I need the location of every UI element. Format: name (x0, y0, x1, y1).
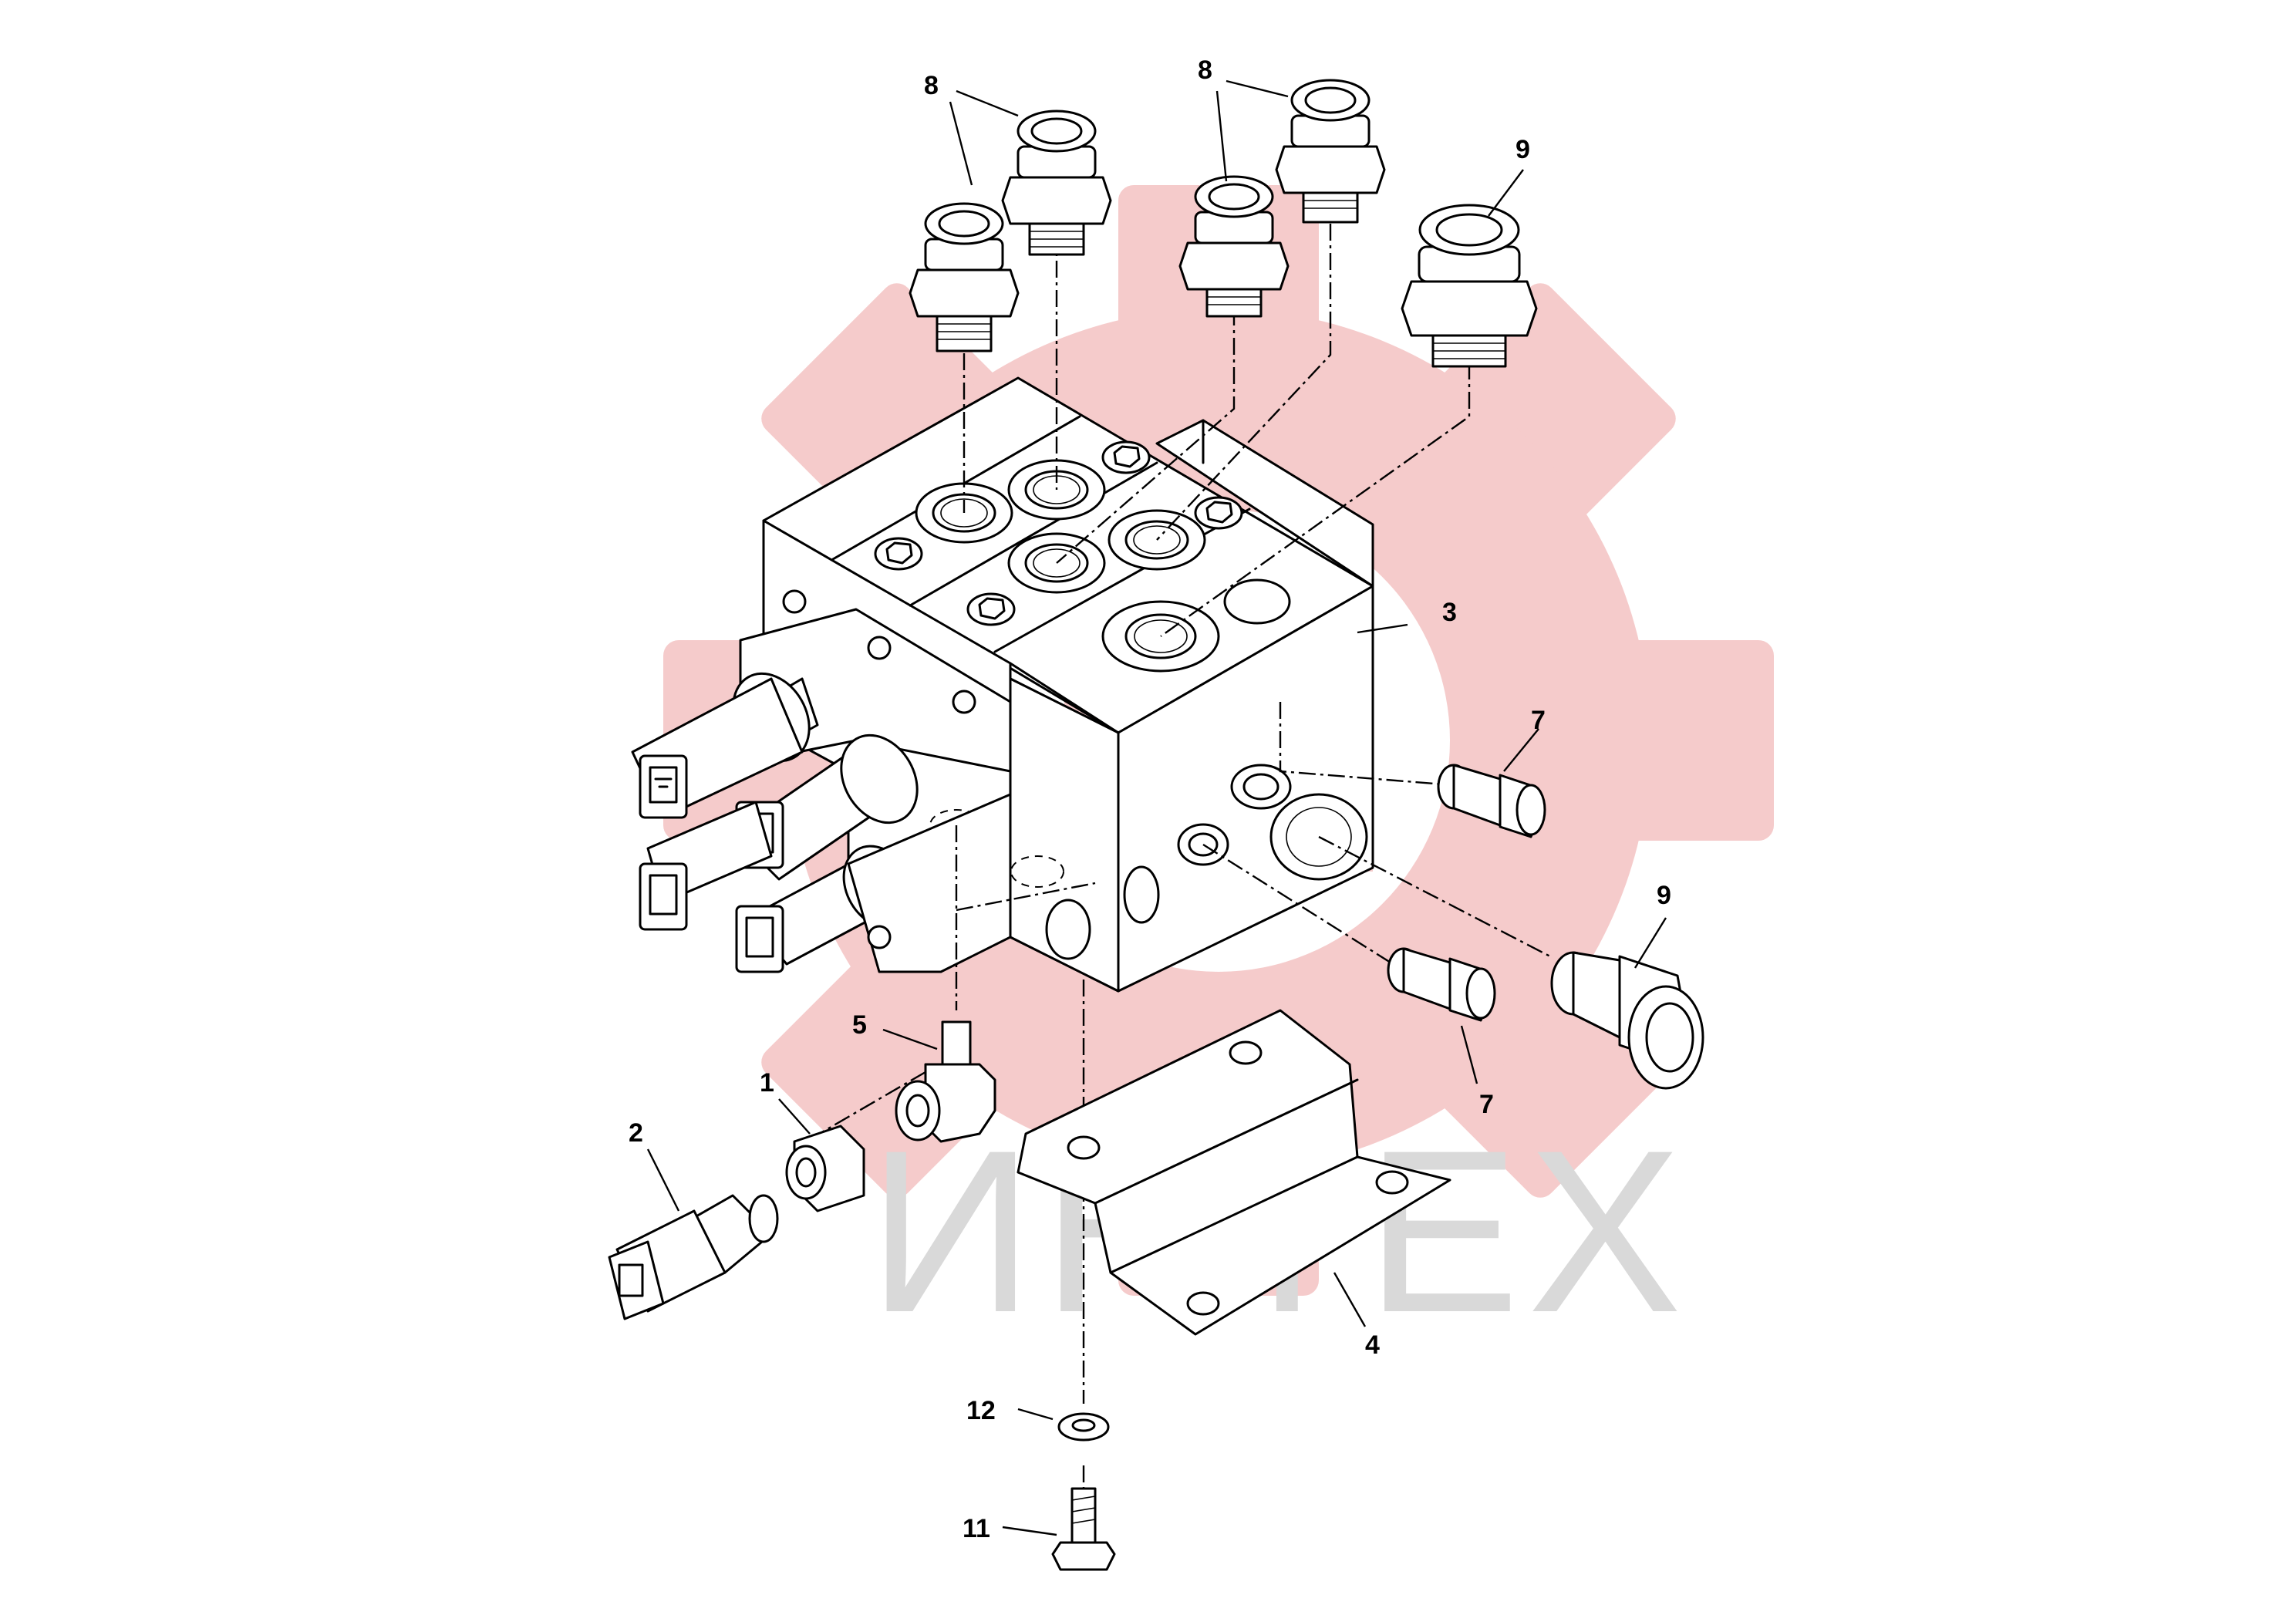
valve-block (762, 376, 1374, 993)
fitting-9-top (1401, 204, 1538, 368)
pressure-sensor (608, 1194, 779, 1320)
callout-8-right: 8 (1198, 56, 1212, 85)
union-nut (785, 1125, 865, 1212)
callout-9-top: 9 (1515, 135, 1530, 164)
leader-lines (646, 79, 1667, 1536)
mounting-bracket (1017, 1009, 1451, 1336)
callout-1: 1 (760, 1068, 774, 1098)
top-ports (874, 440, 1291, 673)
callout-7-upper: 7 (1531, 706, 1546, 735)
callout-2: 2 (629, 1118, 643, 1148)
elbow-fitting (895, 1020, 996, 1143)
callout-3: 3 (1442, 598, 1457, 627)
callout-8-left: 8 (924, 71, 939, 100)
callout-9-lower: 9 (1657, 881, 1671, 910)
callout-7-lower: 7 (1479, 1090, 1494, 1119)
fitting-8-a (909, 202, 1020, 352)
solenoid-lower (735, 589, 1012, 973)
fitting-8-c (1178, 175, 1290, 318)
callout-5: 5 (852, 1010, 867, 1040)
bolt (1051, 1487, 1116, 1571)
washer (1057, 1412, 1110, 1442)
callout-labels: 1 2 3 4 5 7 7 8 8 9 9 11 12 (629, 56, 1671, 1543)
callout-12: 12 (966, 1396, 996, 1425)
fitting-7-lower (1387, 947, 1496, 1022)
callout-11: 11 (963, 1514, 990, 1543)
callout-4: 4 (1365, 1330, 1380, 1360)
solenoid-upper (631, 608, 1012, 819)
fitting-9-lower (1550, 951, 1704, 1090)
solenoid-middle (639, 733, 919, 931)
fitting-8-d (1275, 79, 1386, 224)
fitting-8-b (1001, 110, 1112, 256)
fitting-7-upper (1437, 764, 1546, 838)
